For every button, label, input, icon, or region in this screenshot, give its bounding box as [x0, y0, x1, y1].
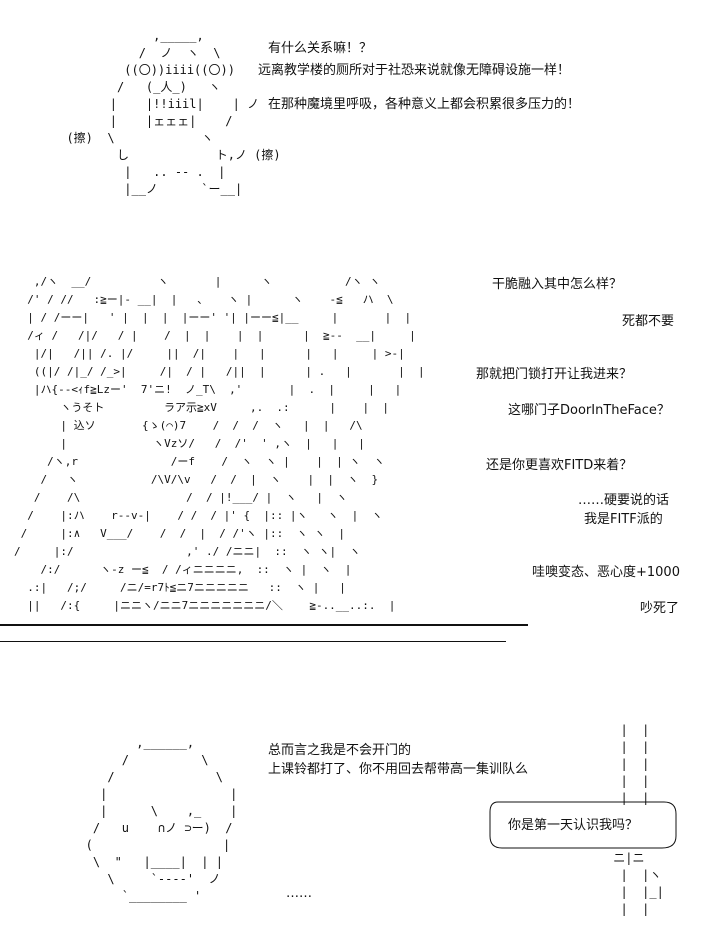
panel-divider — [0, 624, 528, 626]
door-art: | | | | | | | | | | — [620, 723, 650, 805]
dialogue-line: ……硬要说的话 — [578, 493, 670, 508]
dialogue-line: 干脆融入其中怎么样？ — [492, 277, 623, 292]
dialogue-line: 远离教学楼的厕所对于社恐来说就像无障碍设施一样！ — [258, 63, 571, 78]
panel-divider — [0, 641, 506, 642]
dialogue-line: 吵死了 — [640, 601, 680, 616]
character-art-1: ,_____, / ノ ヽ \ ((〇))iiii((〇)) / (_人_) ヽ… — [66, 29, 281, 196]
scene-art: ,/ヽ __/ ヽ | ヽ /ヽ ヽ /' / // :≧ー|- __| | 、… — [14, 275, 425, 612]
door-handle-art: ニ|ニ | |ヽ | |_| | | — [613, 851, 664, 916]
dialogue-line: 死都不要 — [622, 314, 675, 329]
dialogue-line: 我是FITF派的 — [584, 512, 663, 527]
dialogue-line: 哇噢变态、恶心度+1000 — [532, 565, 680, 580]
character-art-2: ,______, / \ / \ | | | \ ,_ | / u ∩ノ ⊃ー)… — [85, 736, 238, 903]
dialogue-line: 还是你更喜欢FITD来着？ — [486, 458, 633, 473]
dialogue-line: 这哪门子DoorInTheFace？ — [508, 403, 670, 418]
ellipsis: …… — [286, 886, 312, 901]
dialogue-line: 在那种魔境里呼吸，各种意义上都会积累很多压力的！ — [268, 97, 581, 112]
dialogue-line: 总而言之我是不会开门的 — [268, 743, 412, 758]
dialogue-line: 那就把门锁打开让我进来？ — [476, 367, 633, 382]
dialogue-line: 有什么关系嘛！？ — [268, 41, 373, 56]
reply-speech-bubble — [489, 801, 677, 849]
dialogue-line: 上课铃都打了、你不用回去帮带高一集训队么 — [268, 762, 529, 777]
dialogue-line: 你是第一天认识我吗？ — [508, 818, 639, 833]
